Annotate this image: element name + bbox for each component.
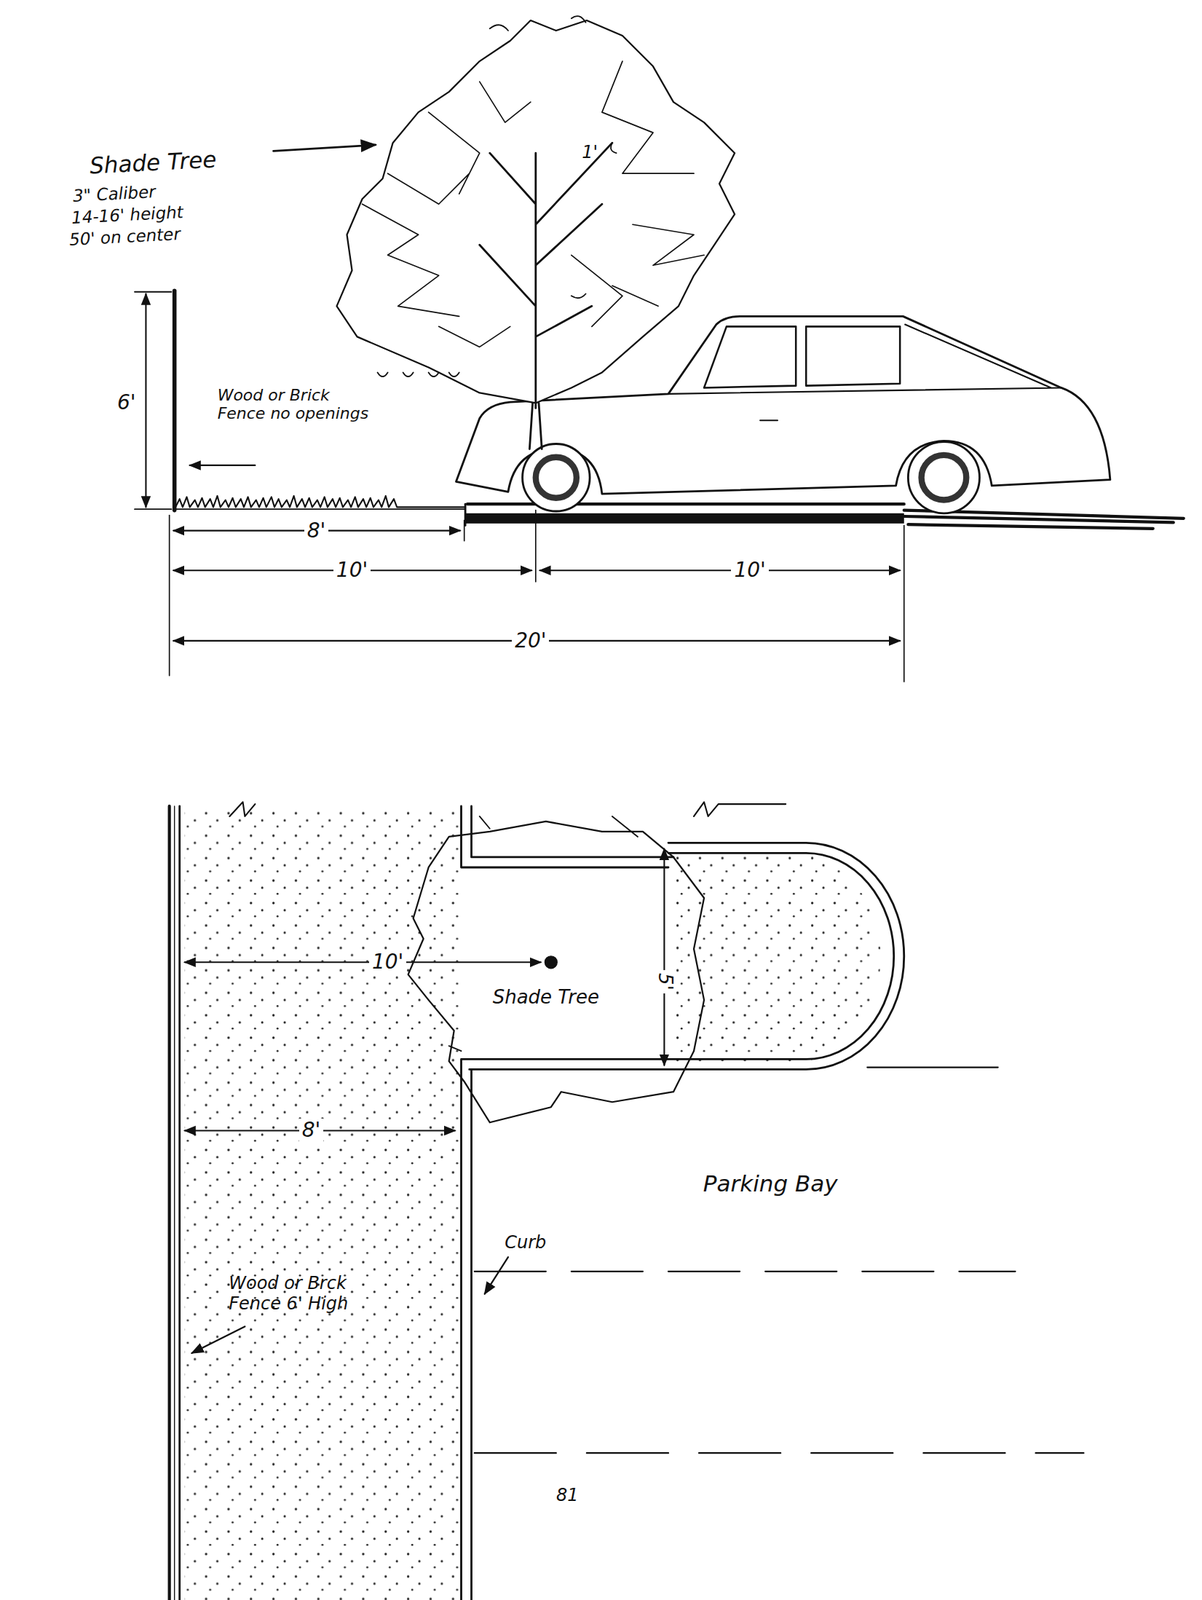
car-wheel — [907, 441, 980, 514]
fence-note: Wood or Brick Fence no openings — [217, 385, 371, 423]
parking-stripe — [474, 1270, 1016, 1272]
curb-label: Curb — [504, 1232, 547, 1253]
fence — [174, 805, 175, 1600]
dimension-label: 10' — [369, 950, 407, 974]
planting-strip — [184, 805, 461, 1600]
area-label: Parking Bay — [703, 1170, 838, 1197]
dimension-line — [539, 569, 900, 571]
island-curb — [460, 842, 904, 1600]
curb — [460, 805, 674, 868]
pavement — [465, 513, 905, 524]
tree-spec: 14-16' height — [71, 202, 185, 228]
extension-line — [903, 525, 905, 682]
car-wheel — [921, 455, 967, 501]
dimension-label: 20' — [511, 629, 549, 653]
pavement-shadow — [904, 516, 1174, 529]
fence — [172, 290, 177, 510]
car-trim — [668, 324, 1062, 421]
extension-line — [168, 515, 171, 676]
section-view — [134, 16, 1184, 682]
fence — [178, 805, 181, 1600]
extension-line — [535, 510, 537, 582]
fence — [168, 805, 172, 1600]
dimension-label: 8' — [299, 1118, 324, 1142]
break-mark — [229, 801, 255, 817]
car-wheel — [522, 443, 591, 511]
dimension-line — [184, 961, 541, 963]
tree-label: Shade Tree — [88, 147, 217, 180]
fence-note: Wood or Brck Fence 6' High — [228, 1273, 367, 1314]
dimension-line — [663, 848, 665, 1066]
tree-canopy-detail — [449, 816, 638, 1051]
dimension-label: 5' — [653, 969, 675, 994]
dimension-tick — [134, 508, 172, 510]
break-mark — [693, 801, 786, 817]
dimension-label: 6' — [114, 390, 140, 415]
leader-arrow — [273, 144, 376, 151]
parking-stripe — [474, 1451, 1085, 1454]
dimension-tick — [134, 291, 172, 293]
ground-line — [175, 508, 465, 510]
grass — [175, 495, 465, 507]
extension-line — [463, 520, 466, 541]
leader-arrow — [484, 1256, 509, 1294]
dimension-line — [144, 294, 147, 508]
leader-arrow — [190, 464, 256, 466]
dimension-label: 8' — [304, 519, 330, 543]
tree-label: Shade Tree — [492, 986, 600, 1009]
page-number: 81 — [556, 1485, 579, 1506]
island-planting — [673, 853, 881, 1061]
tree-spec: 50' on center — [68, 224, 181, 249]
plan-view — [169, 801, 1085, 1600]
tree-doodle — [377, 16, 617, 377]
parking-stripe — [867, 1065, 998, 1068]
dimension-label: 10' — [730, 558, 769, 582]
tree-spec: 3" Caliber — [72, 182, 157, 206]
leader-arrow — [191, 1325, 245, 1352]
car-window — [704, 326, 900, 388]
car-wheel — [535, 457, 577, 498]
sketch-mark: 1' — [581, 142, 598, 164]
tree-canopy — [408, 821, 705, 1122]
dimension-label: 10' — [333, 558, 371, 582]
tree-trunk — [544, 955, 557, 969]
tree-trunk — [479, 142, 613, 449]
